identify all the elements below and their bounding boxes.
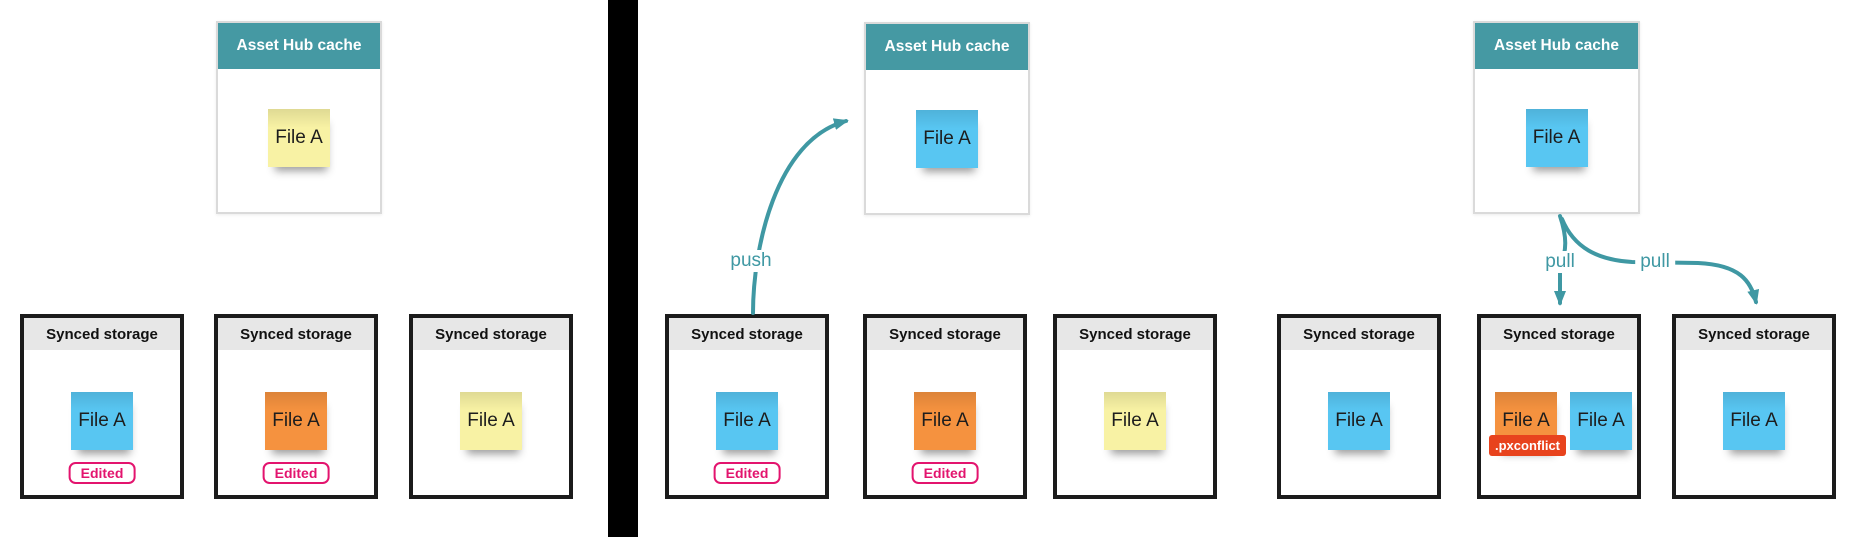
divider-bar [608,0,638,537]
push-arrow [751,118,849,315]
storage-title: Synced storage [1676,318,1832,350]
synced-storage-box: Synced storage File A Edited [863,314,1027,499]
asset-hub-cache-box: Asset Hub cache File A [1473,21,1640,214]
sticky-note-file-a: File A [71,392,133,450]
sticky-note-file-a: File A [1104,392,1166,450]
synced-storage-box: Synced storage File A [1053,314,1217,499]
sticky-note-file-a: File A [1723,392,1785,450]
pull-label: pull [1635,251,1675,273]
sticky-note-file-a: File A [1328,392,1390,450]
cache-title: Asset Hub cache [1475,23,1638,69]
edited-badge: Edited [68,462,136,484]
storage-title: Synced storage [1281,318,1437,350]
edited-badge: Edited [262,462,330,484]
sticky-note-file-a: File A [460,392,522,450]
synced-storage-box: Synced storage File A Edited [214,314,378,499]
storage-title: Synced storage [669,318,825,350]
synced-storage-box: Synced storage File A [409,314,573,499]
cache-title: Asset Hub cache [866,24,1028,70]
edited-badge: Edited [713,462,781,484]
storage-title: Synced storage [1057,318,1213,350]
storage-title: Synced storage [867,318,1023,350]
storage-title: Synced storage [218,318,374,350]
synced-storage-box: Synced storage File A [1672,314,1836,499]
storage-title: Synced storage [413,318,569,350]
synced-storage-box: Synced storage File A Edited [20,314,184,499]
edited-badge: Edited [911,462,979,484]
sticky-note-file-a: File A [265,392,327,450]
sticky-note-file-a: File A [268,109,330,167]
sticky-note-file-a: File A [916,110,978,168]
asset-hub-cache-box: Asset Hub cache File A [216,21,382,214]
push-label: push [725,250,777,272]
sticky-note-file-a: File A [1570,392,1632,450]
sticky-note-file-a: File A [914,392,976,450]
pxconflict-tag: .pxconflict [1489,435,1567,456]
cache-title: Asset Hub cache [218,23,380,69]
asset-hub-cache-box: Asset Hub cache File A [864,22,1030,215]
synced-storage-box: Synced storage File A .pxconflict File A [1477,314,1641,499]
storage-title: Synced storage [24,318,180,350]
sticky-note-file-a: File A [1525,109,1588,167]
sticky-note-file-a: File A [716,392,778,450]
pull-label: pull [1540,251,1580,273]
storage-title: Synced storage [1481,318,1637,350]
synced-storage-box: Synced storage File A [1277,314,1441,499]
synced-storage-box: Synced storage File A Edited [665,314,829,499]
